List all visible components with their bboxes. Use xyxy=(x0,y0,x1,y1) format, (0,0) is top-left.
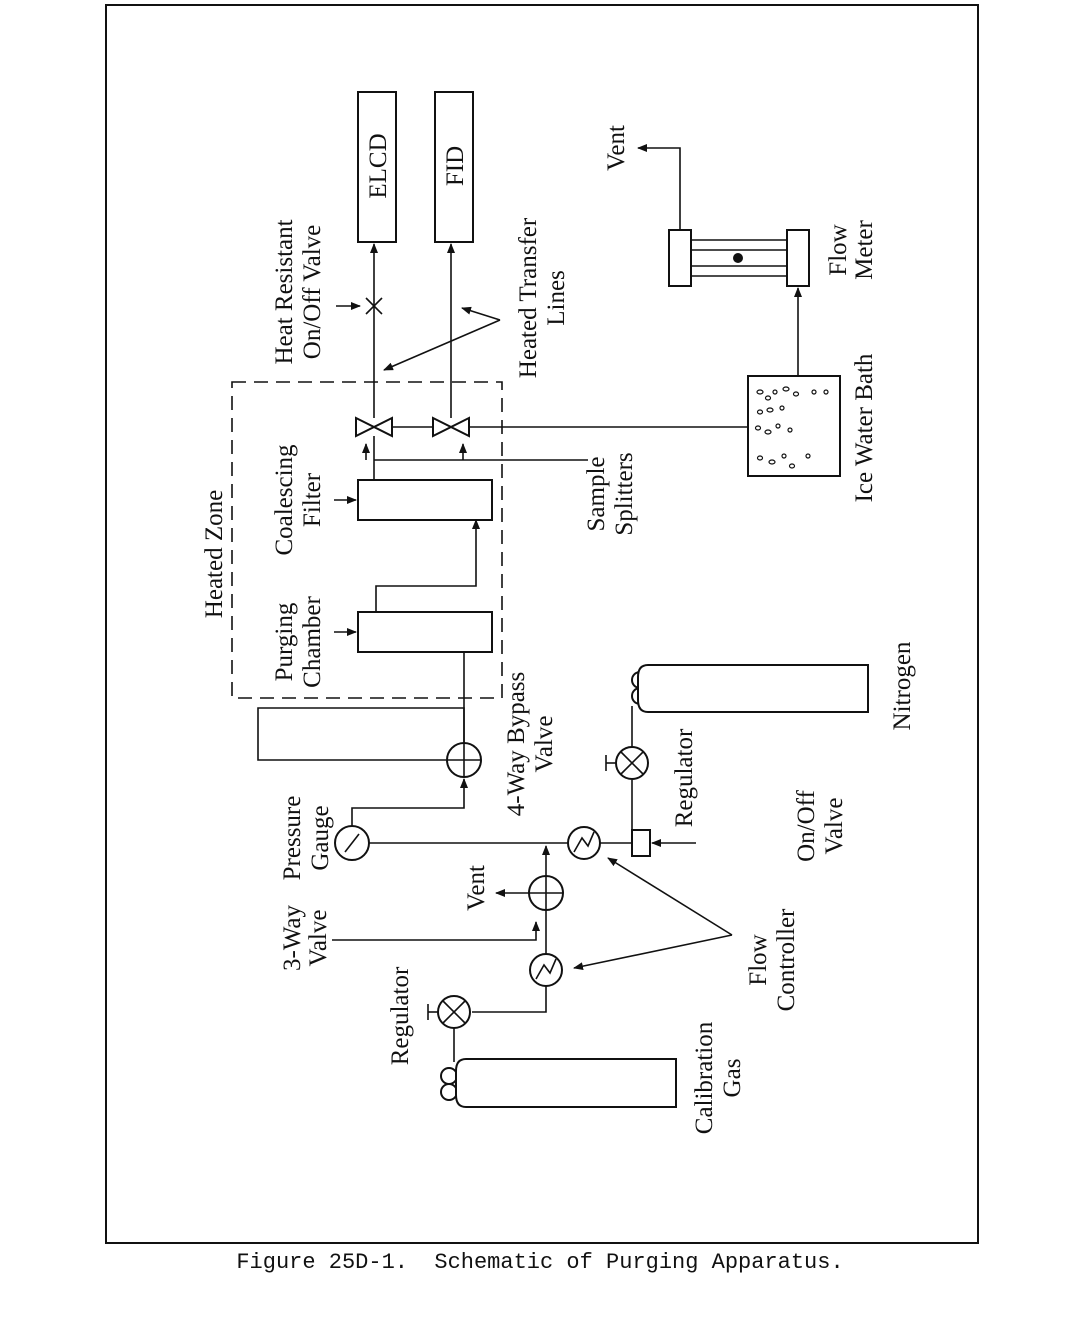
label-three-way-2: Valve xyxy=(305,910,332,967)
sample-splitter-valve-elcd xyxy=(355,416,393,438)
label-fid: FID xyxy=(442,146,469,186)
label-purging-chamber-2: Chamber xyxy=(299,596,326,688)
coalescing-filter xyxy=(357,479,493,521)
regulator-calibration xyxy=(427,995,471,1029)
figure-caption: Figure 25D-1. Schematic of Purging Appar… xyxy=(236,1250,843,1275)
label-regulator-right: Regulator xyxy=(671,728,698,827)
flow-meter xyxy=(668,229,810,287)
figure-frame xyxy=(105,4,979,1244)
elcd-detector xyxy=(357,91,397,243)
label-calibration-gas-2: Gas xyxy=(719,1059,746,1098)
label-elcd: ELCD xyxy=(365,133,392,198)
purging-chamber xyxy=(357,611,493,653)
label-pressure-gauge-2: Gauge xyxy=(307,805,334,870)
pipe-bypass xyxy=(257,707,465,761)
pipe-chamber-to-filter xyxy=(375,519,480,612)
label-sample-splitters-1: Sample xyxy=(583,457,610,532)
sample-splitter-valve-fid xyxy=(432,416,470,438)
label-vent-mid: Vent xyxy=(463,865,490,911)
onoff-valve-nitrogen xyxy=(631,829,651,857)
label-regulator-left: Regulator xyxy=(387,966,414,1065)
label-coalescing-filter-1: Coalescing xyxy=(271,444,298,556)
label-flow-controller-1: Flow xyxy=(745,934,772,985)
label-heated-zone: Heated Zone xyxy=(201,490,228,618)
label-heat-resistant-1: Heat Resistant xyxy=(271,219,298,364)
label-coalescing-filter-2: Filter xyxy=(299,472,326,527)
ice-water-bath xyxy=(747,375,841,477)
heated-zone-boundary xyxy=(231,381,503,699)
heat-resistant-onoff-valve xyxy=(365,297,383,315)
label-four-way-2: Valve xyxy=(531,716,558,773)
calibration-gas-cylinder xyxy=(440,1058,677,1108)
label-flow-meter-1: Flow xyxy=(825,224,852,275)
pressure-gauge xyxy=(334,825,370,861)
label-heated-transfer-2: Lines xyxy=(543,270,570,326)
flow-controller-nitrogen xyxy=(567,826,601,860)
regulator-nitrogen xyxy=(605,746,649,780)
label-nitrogen: Nitrogen xyxy=(889,641,916,730)
label-onoff-valve-1: On/Off xyxy=(793,789,820,861)
vent-valve xyxy=(528,875,564,911)
label-pressure-gauge-1: Pressure xyxy=(279,796,306,881)
label-vent-top: Vent xyxy=(603,125,630,171)
label-onoff-valve-2: Valve xyxy=(821,798,848,855)
label-ice-water-bath: Ice Water Bath xyxy=(851,353,878,502)
label-heated-transfer-1: Heated Transfer xyxy=(515,217,542,378)
flow-controller-calibration xyxy=(529,953,563,987)
pipe-flow-meter-to-vent xyxy=(637,144,681,230)
label-sample-splitters-2: Splitters xyxy=(611,452,638,535)
label-calibration-gas-1: Calibration xyxy=(691,1021,718,1134)
label-four-way-1: 4-Way Bypass xyxy=(503,672,530,817)
label-three-way-1: 3-Way xyxy=(279,904,306,971)
nitrogen-cylinder xyxy=(631,664,869,713)
four-way-bypass-valve xyxy=(446,742,482,778)
label-heat-resistant-2: On/Off Valve xyxy=(299,225,326,359)
label-flow-controller-2: Controller xyxy=(773,908,800,1011)
label-flow-meter-2: Meter xyxy=(851,219,878,279)
fid-detector xyxy=(434,91,474,243)
label-purging-chamber-1: Purging xyxy=(271,602,298,681)
